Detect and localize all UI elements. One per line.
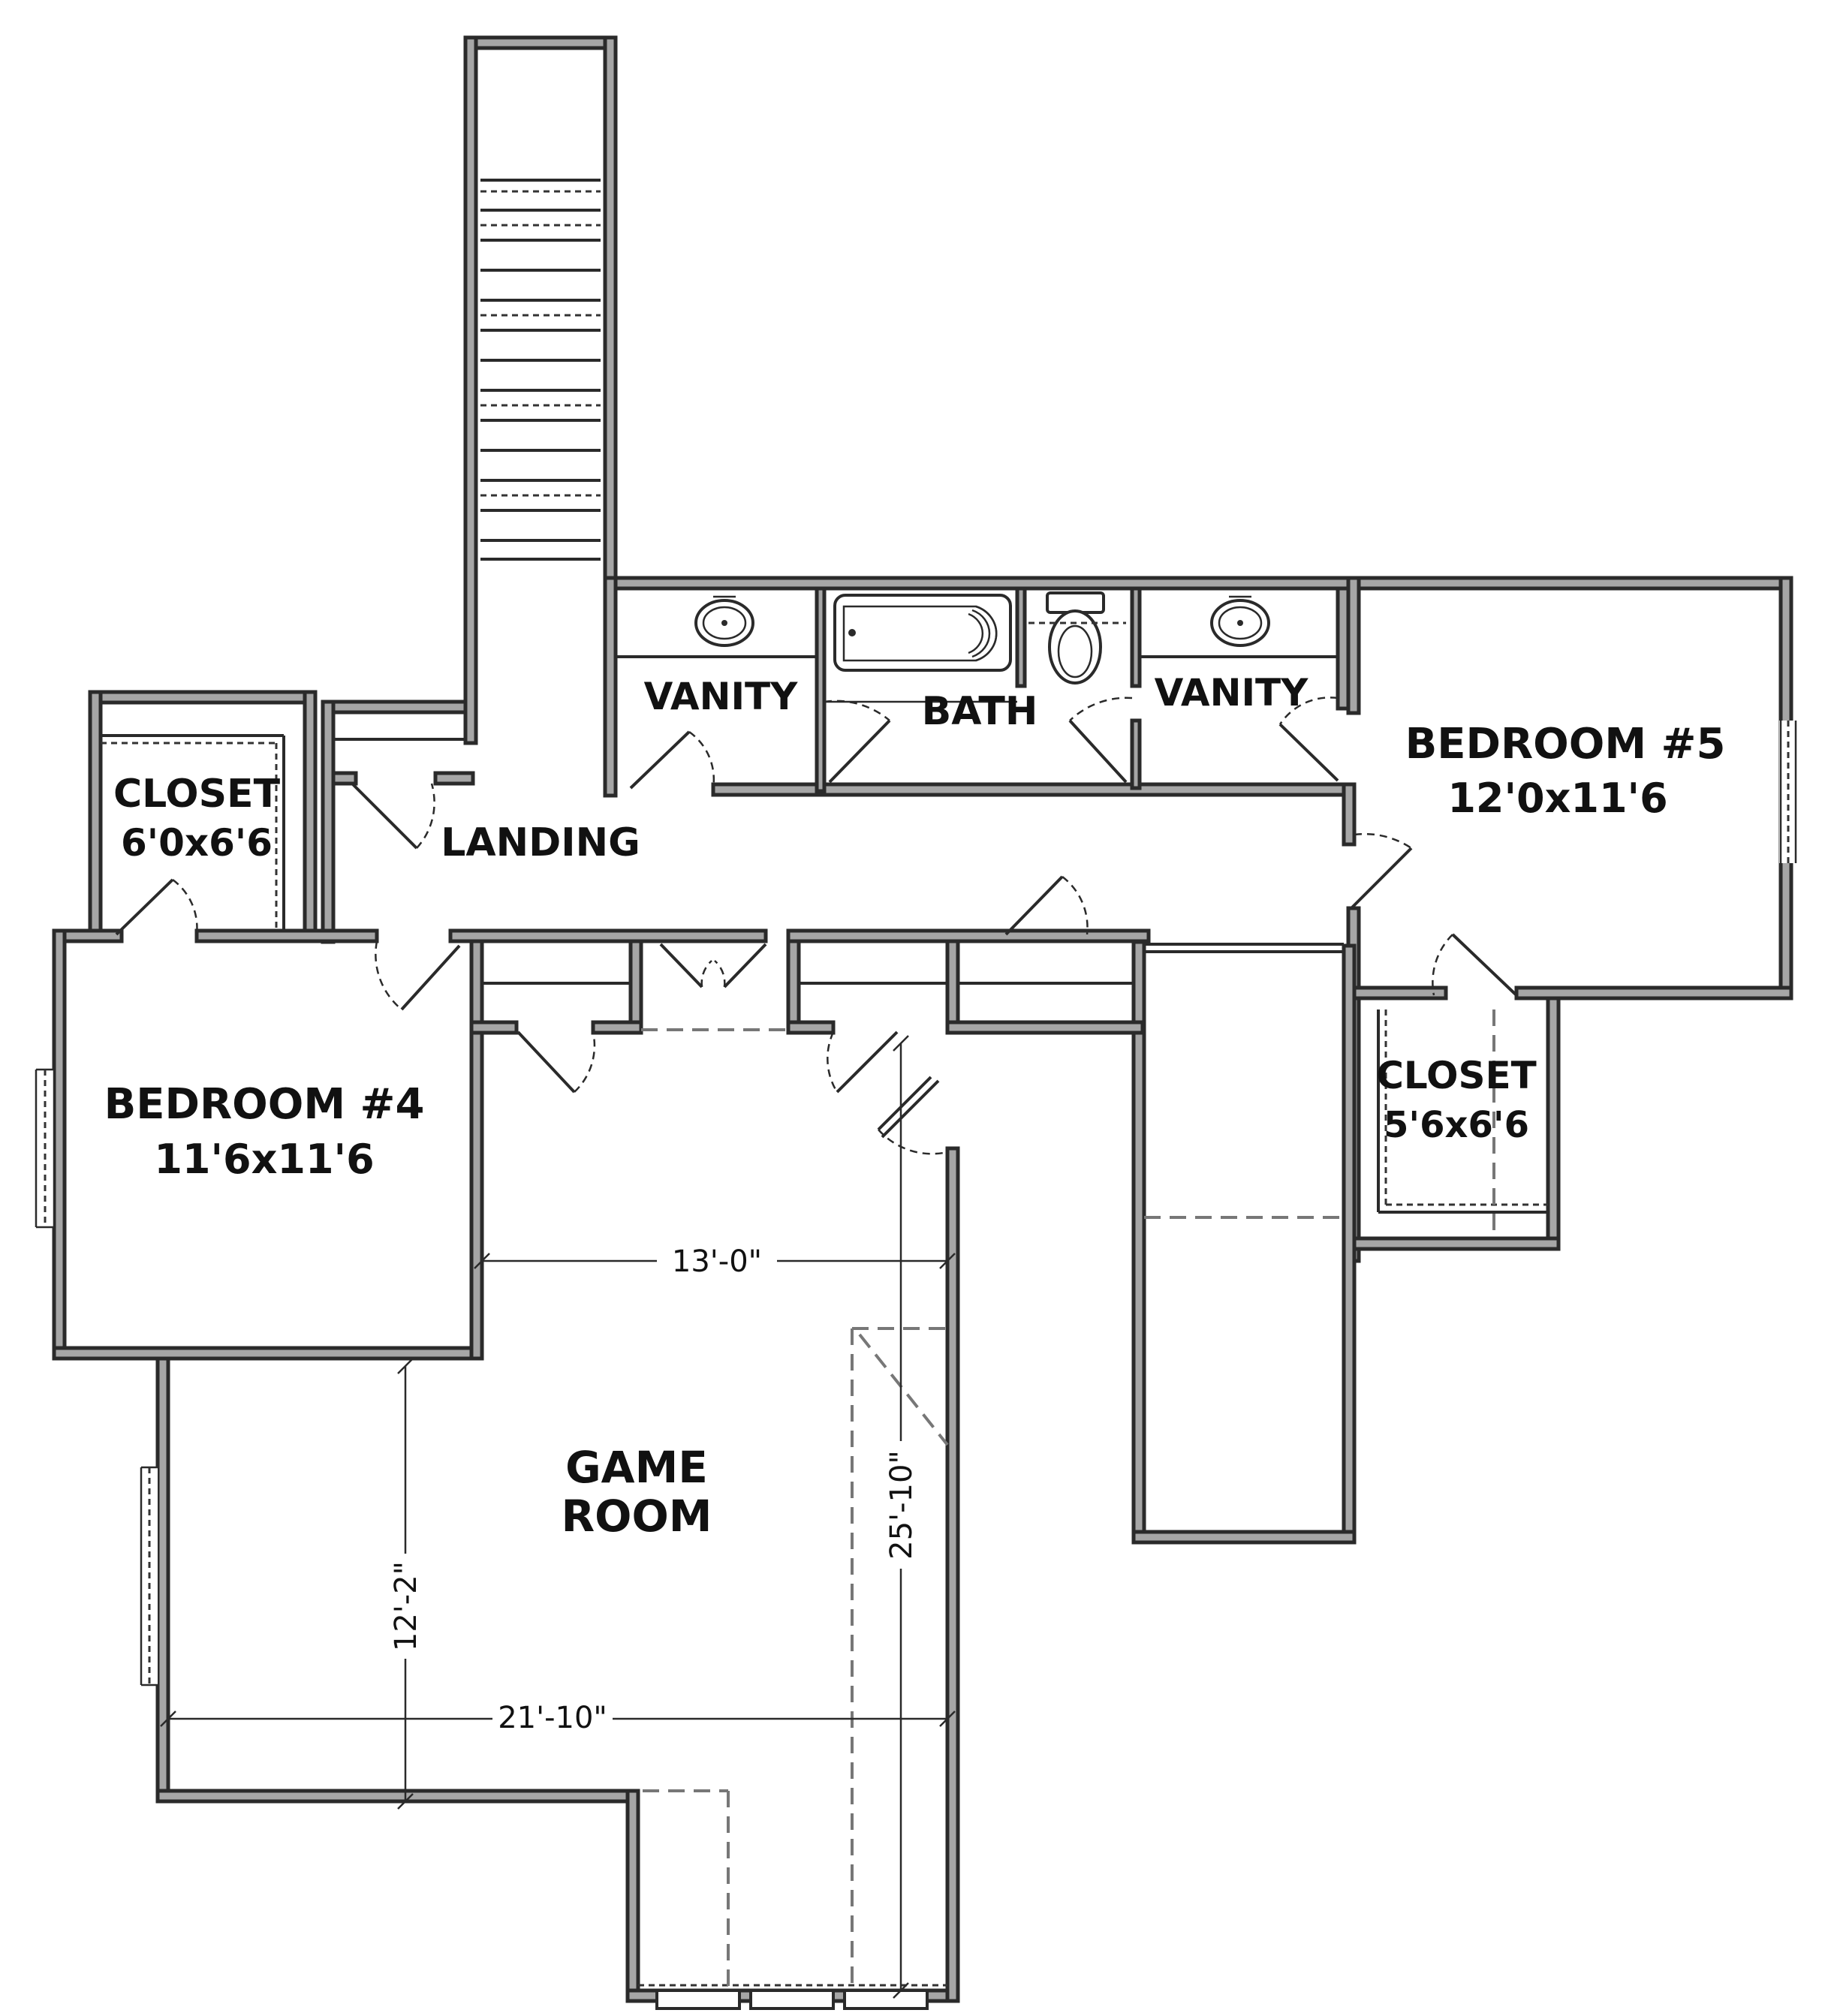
dim-game-depth: 25'-10"	[884, 1450, 919, 1560]
dim-game-width-lower: 21'-10"	[498, 1701, 607, 1735]
dim-game-height-left: 12'-2"	[389, 1561, 423, 1651]
bedroom-5	[1342, 576, 1797, 1263]
dim-game-width-upper: 13'-0"	[672, 1244, 762, 1279]
hall-closets	[448, 928, 1151, 1035]
game-room	[140, 1146, 960, 2010]
closet-right-name: CLOSET	[1376, 1054, 1537, 1097]
stair-treads	[480, 179, 601, 561]
closet-left	[88, 690, 318, 942]
bathtub-icon	[833, 594, 1012, 672]
bedroom5-size: 12'0x11'6	[1447, 775, 1667, 822]
stair-shaft	[463, 35, 618, 745]
sink-right-icon	[1210, 595, 1270, 647]
dimension-labels: 13'-0" 21'-10" 25'-10" 12'-2"	[389, 1244, 919, 1735]
closet-right	[1346, 996, 1561, 1251]
closet-left-name: CLOSET	[113, 772, 281, 817]
vanity-left-label: VANITY	[644, 675, 799, 718]
bath-label: BATH	[922, 689, 1038, 734]
attic-storage	[1131, 940, 1357, 1545]
bedroom4-name: BEDROOM #4	[104, 1080, 425, 1129]
game-room-line2: ROOM	[562, 1491, 712, 1542]
bedroom-4	[35, 928, 484, 1361]
closet-right-size: 5'6x6'6	[1384, 1104, 1529, 1146]
bath-strip	[603, 576, 1793, 1000]
vanity-right-label: VANITY	[1155, 671, 1309, 715]
landing-label: LANDING	[441, 820, 640, 865]
doors	[115, 697, 1518, 1155]
closet-left-size: 6'0x6'6	[121, 821, 273, 865]
bedroom5-name: BEDROOM #5	[1405, 720, 1726, 769]
bedroom4-size: 11'6x11'6	[154, 1136, 374, 1183]
room-labels: CLOSET 6'0x6'6 LANDING VANITY BATH VANIT…	[104, 671, 1726, 1542]
game-room-line1: GAME	[565, 1442, 708, 1493]
toilet-icon	[1028, 591, 1126, 685]
sink-left-icon	[694, 595, 754, 647]
